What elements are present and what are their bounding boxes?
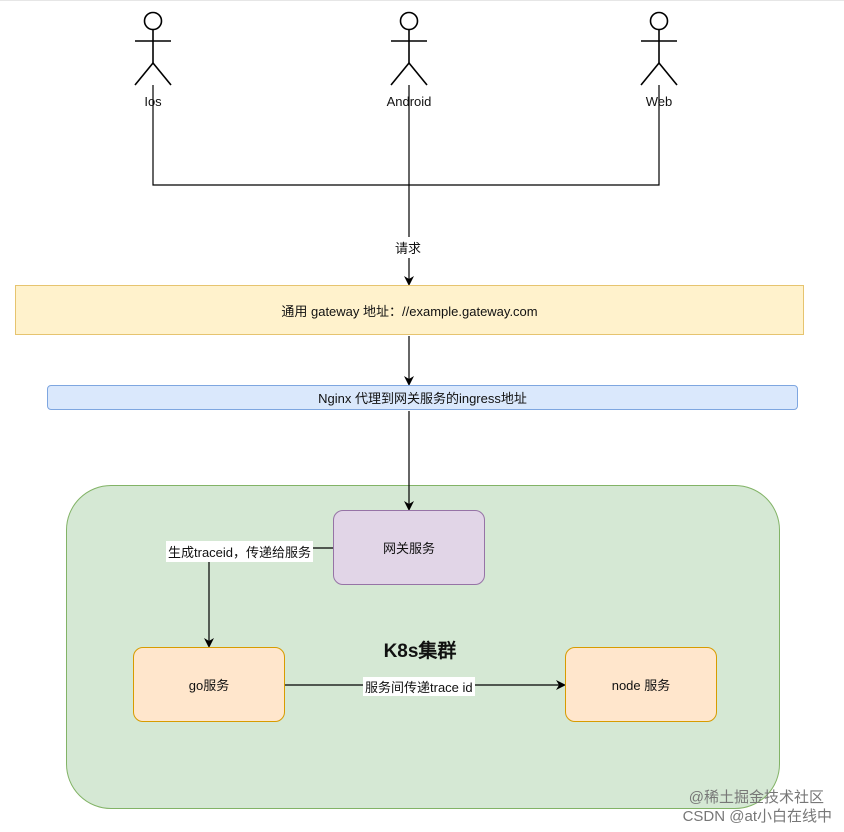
watermark-csdn: CSDN @at小白在线中 [682, 808, 832, 825]
gateway-service-label: 网关服务 [382, 541, 435, 556]
request-label: 请求 [393, 237, 424, 258]
nginx-proxy-text: Nginx 代理到网关服务的ingress地址 [318, 391, 527, 406]
ios-actor-icon[interactable] [123, 8, 183, 98]
gateway-address-text: 通用 gateway 地址：//example.gateway.com [281, 303, 538, 319]
node-service-label: node 服务 [611, 678, 671, 693]
android-actor-icon[interactable] [379, 8, 439, 98]
watermark-juejin: @稀土掘金技术社区 [688, 789, 824, 806]
go-service-label: go服务 [188, 678, 230, 693]
gateway-address-box[interactable]: 通用 gateway 地址：//example.gateway.com [15, 285, 804, 335]
android-label: Android [386, 94, 432, 109]
web-label: Web [645, 94, 673, 109]
pass-trace-id-label: 服务间传递trace id [363, 677, 475, 696]
node-service-node[interactable]: node 服务 [565, 647, 717, 722]
web-actor-icon[interactable] [629, 8, 689, 98]
gateway-service-node[interactable]: 网关服务 [333, 510, 485, 585]
top-border [0, 0, 844, 1]
generate-traceid-label: 生成traceid，传递给服务 [166, 541, 314, 562]
ios-label: Ios [144, 94, 162, 109]
actors-merge-line [152, 85, 660, 186]
cluster-title: K8s集群 [383, 641, 457, 662]
go-service-node[interactable]: go服务 [133, 647, 285, 722]
gateway-service-to-go-arrow [204, 547, 333, 648]
nginx-proxy-box[interactable]: Nginx 代理到网关服务的ingress地址 [47, 385, 798, 410]
